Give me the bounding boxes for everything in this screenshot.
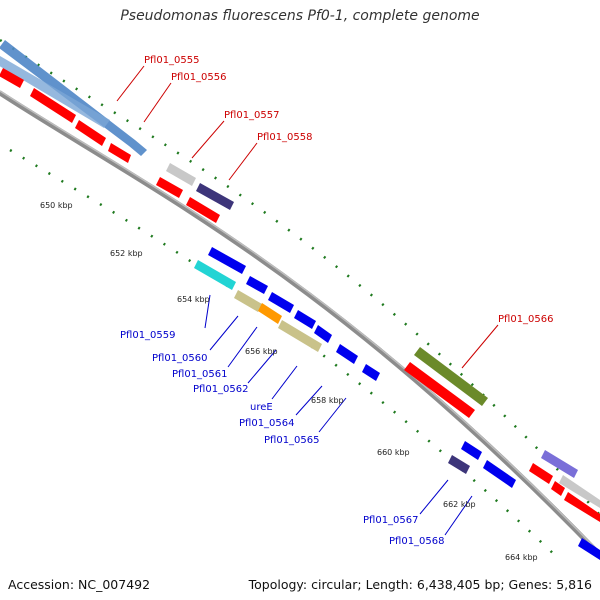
gene-label-pfl01-0558[interactable]: Pfl01_0558 [257, 132, 313, 143]
leader-line-0557 [191, 120, 225, 159]
gene-bar-khaki-2[interactable] [278, 320, 322, 352]
leader-line-0566 [461, 324, 499, 369]
reverse-genes [194, 247, 600, 560]
gene-bar-red-10[interactable] [564, 492, 600, 522]
tick-label-658: 658 kbp [311, 396, 344, 405]
leader-line-0560 [209, 315, 239, 351]
leader-line-0556 [143, 82, 172, 123]
gene-bar-grey-1[interactable] [166, 163, 196, 186]
gene-label-pfl01-0561[interactable]: Pfl01_0561 [172, 369, 228, 380]
leader-line-0558 [228, 142, 258, 181]
gene-bar-lavender-1[interactable] [541, 450, 578, 478]
gene-label-pfl01-0566[interactable]: Pfl01_0566 [498, 314, 554, 325]
gene-bar-blue-8[interactable] [461, 441, 482, 460]
gene-bar-red-2[interactable] [30, 88, 76, 123]
leader-line-0561 [227, 326, 258, 368]
gene-bar-navy-1[interactable] [196, 183, 234, 210]
tick-label-660: 660 kbp [377, 448, 410, 457]
gene-bar-red-9[interactable] [551, 481, 565, 496]
accession-text: Accession: NC_007492 [8, 577, 151, 592]
gene-bar-blue-1[interactable] [208, 247, 246, 274]
reverse-labels: Pfl01_0559 Pfl01_0560 Pfl01_0561 Pfl01_0… [120, 294, 473, 547]
gene-bar-navy-2[interactable] [448, 455, 470, 474]
gene-bar-blue-6[interactable] [336, 344, 358, 364]
inner-tick-row [9, 148, 561, 561]
gene-bar-blue-7[interactable] [362, 364, 380, 381]
leader-line-0562 [247, 349, 277, 384]
leader-line-0568 [444, 495, 473, 536]
tick-label-654: 654 kbp [177, 295, 210, 304]
gene-label-pfl01-0559[interactable]: Pfl01_0559 [120, 330, 176, 341]
gene-label-pfl01-0567[interactable]: Pfl01_0567 [363, 515, 419, 526]
gene-bar-blue-4[interactable] [294, 310, 316, 329]
gene-label-uree[interactable]: ureE [250, 402, 273, 413]
leader-line-0565 [318, 397, 347, 433]
leader-line-0567 [419, 479, 449, 515]
gene-bar-blue-2[interactable] [246, 276, 268, 294]
gene-bar-cyan-1[interactable] [194, 260, 236, 290]
gene-label-pfl01-0562[interactable]: Pfl01_0562 [193, 384, 249, 395]
gene-bar-blue-10[interactable] [578, 538, 600, 560]
gene-bar-red-1[interactable] [0, 68, 24, 88]
gene-bar-khaki-1[interactable] [234, 290, 262, 312]
forward-genes [0, 40, 600, 522]
backbone-arc [0, 90, 600, 558]
gene-bar-red-8[interactable] [529, 463, 553, 484]
backbone-highlight [0, 90, 600, 554]
tick-label-650: 650 kbp [40, 201, 73, 210]
gene-bar-olive-1[interactable] [414, 347, 488, 406]
gene-bar-red-7[interactable] [404, 362, 475, 418]
gene-bar-steel-1[interactable] [0, 40, 147, 156]
leader-line-0559 [204, 294, 211, 329]
leader-line-0564 [295, 385, 323, 416]
tick-label-664: 664 kbp [505, 553, 538, 562]
gene-label-pfl01-0568[interactable]: Pfl01_0568 [389, 536, 445, 547]
map-title: Pseudomonas fluorescens Pf0-1, complete … [120, 8, 480, 24]
gene-bar-steel-2[interactable] [0, 56, 110, 128]
gene-bar-orange-1[interactable] [258, 303, 282, 324]
gene-bar-blue-9[interactable] [483, 460, 516, 488]
gene-bar-red-3[interactable] [75, 120, 106, 146]
gene-bar-blue-5[interactable] [314, 325, 332, 343]
gene-label-pfl01-0555[interactable]: Pfl01_0555 [144, 55, 200, 66]
gene-bar-blue-3[interactable] [268, 292, 294, 313]
gene-bar-red-5[interactable] [156, 177, 183, 198]
gene-label-pfl01-0557[interactable]: Pfl01_0557 [224, 110, 280, 121]
tick-label-652: 652 kbp [110, 249, 143, 258]
forward-labels: Pfl01_0555 Pfl01_0556 Pfl01_0557 Pfl01_0… [116, 55, 554, 369]
gene-label-pfl01-0560[interactable]: Pfl01_0560 [152, 353, 208, 364]
gene-label-pfl01-0565[interactable]: Pfl01_0565 [264, 435, 320, 446]
gene-bar-red-6[interactable] [186, 197, 220, 223]
gene-bar-red-4[interactable] [108, 143, 131, 163]
gene-label-pfl01-0564[interactable]: Pfl01_0564 [239, 418, 295, 429]
leader-line-0555 [116, 65, 145, 102]
tick-labels: 650 kbp 652 kbp 654 kbp 656 kbp 658 kbp … [40, 201, 538, 562]
gene-bar-grey-2[interactable] [559, 475, 600, 508]
genome-summary-text: Topology: circular; Length: 6,438,405 bp… [248, 577, 592, 592]
leader-line-uree [271, 365, 298, 400]
gene-label-pfl01-0556[interactable]: Pfl01_0556 [171, 72, 227, 83]
tick-label-656: 656 kbp [245, 347, 278, 356]
tick-label-662: 662 kbp [443, 500, 476, 509]
